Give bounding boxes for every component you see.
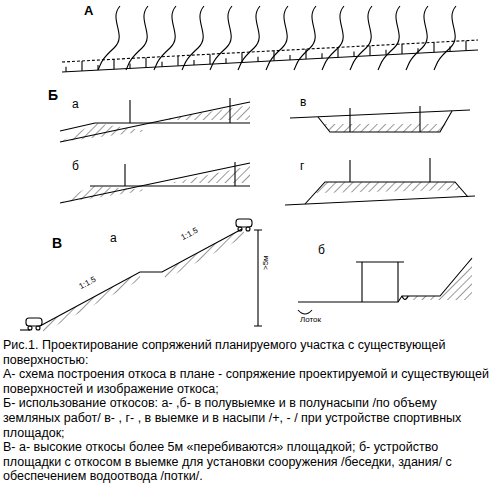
slope-ratio: 1:1.5: [78, 276, 97, 291]
section-letter: В: [52, 236, 62, 250]
slope-ratio: 1:1.5: [180, 227, 199, 242]
ditch-label: Лоток: [300, 316, 321, 324]
subfigure-letter: б: [318, 244, 325, 256]
subfigure-letter: б: [72, 160, 79, 172]
subfigure-letter: а: [110, 232, 117, 244]
height-dimension: >5м: [262, 255, 270, 270]
subfigure-letter: в: [300, 96, 306, 108]
caption-block: Рис.1. Проектирование сопряжений планиру…: [3, 338, 495, 484]
subfigure-letter: а: [72, 98, 79, 110]
caption-paragraph: В- а- высокие откосы более 5м «перебиваю…: [3, 440, 495, 484]
caption-paragraph: А- схема построения откоса в плане - соп…: [3, 367, 495, 396]
subfigure-letter: г: [300, 160, 304, 172]
section-letter: Б: [48, 88, 58, 102]
caption-paragraph: Б- использование откосов: а- ,б- в полув…: [3, 396, 495, 440]
section-letter: А: [84, 4, 93, 17]
figure-caption: Рис.1. Проектирование сопряжений планиру…: [3, 338, 495, 367]
